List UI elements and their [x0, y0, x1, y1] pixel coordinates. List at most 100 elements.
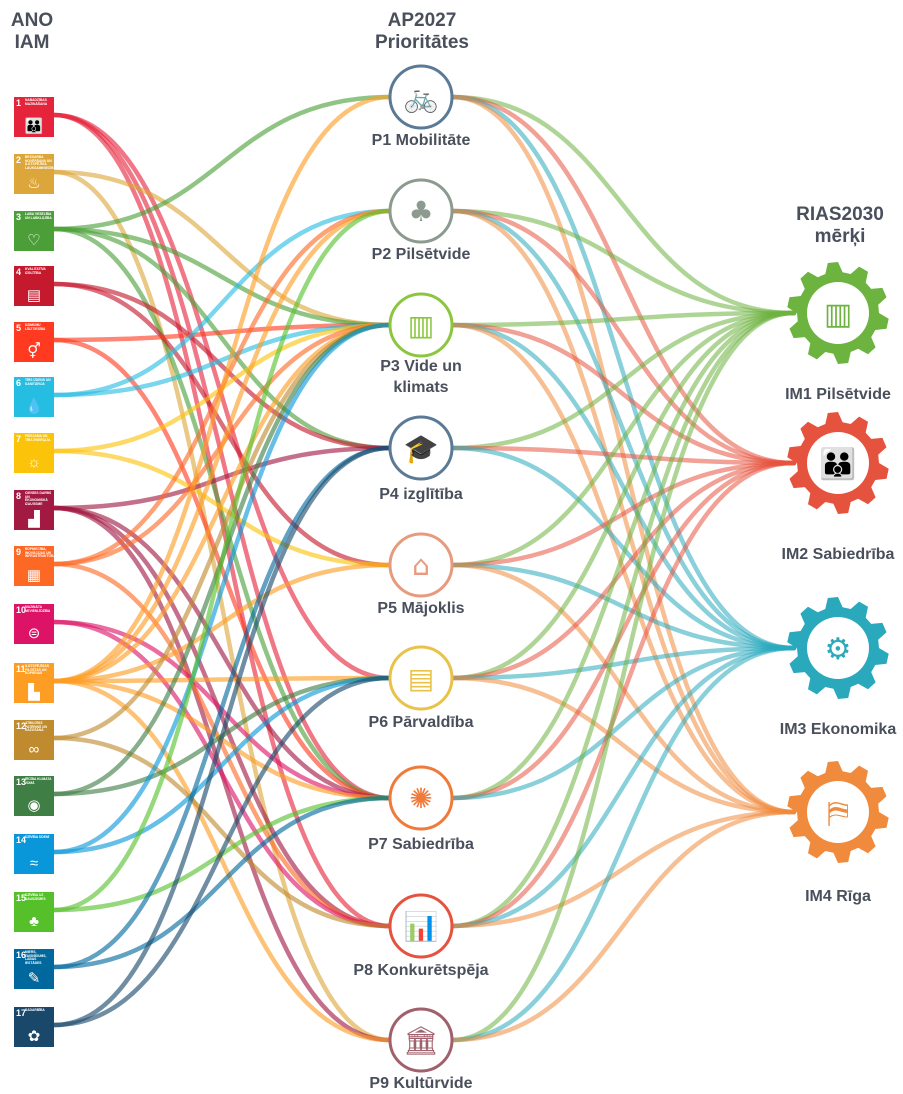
sdg-tile-14: 14Dzīvība ūdenī≈ — [14, 834, 54, 874]
priority-label-3: P3 Vide un klimats — [380, 358, 462, 396]
gender-icon: ⚥ — [27, 343, 41, 360]
sdg-priority-link — [51, 226, 393, 451]
sdg-number: 14 — [16, 835, 27, 845]
sdg-priority-link — [51, 226, 393, 801]
goal-gear: ▥ — [787, 262, 889, 364]
sdg-tile-4: 4Kvalitatīva izglītība▤ — [14, 266, 54, 306]
priority-node: 📊 — [388, 893, 454, 959]
priority-goal-link — [449, 460, 797, 801]
heartbeat-icon: ♡ — [27, 232, 41, 249]
sdg-label: Mazināta nevienlīdzība — [25, 605, 51, 613]
family-gear-icon: 👪 — [819, 446, 856, 482]
sdg-number: 5 — [16, 323, 22, 333]
priority-circle — [388, 645, 454, 711]
goal-gear: 👪 — [787, 412, 889, 514]
sdg-number: 4 — [16, 267, 22, 277]
priority-circle — [388, 64, 454, 130]
goal-label-3: IM3 Ekonomika — [779, 721, 897, 738]
priority-label-7: P7 Sabiedrība — [368, 836, 474, 853]
sdg-number: 7 — [16, 434, 22, 444]
goal-label-2: IM2 Sabiedrība — [781, 546, 895, 563]
sdg-priority-link — [51, 562, 393, 684]
priority-label-6: P6 Pārvaldība — [368, 714, 474, 731]
bar-growth-icon: 📊 — [404, 910, 439, 943]
gear-center — [807, 282, 869, 344]
sdg-label: Atbildīgs patēriņš un ražošana — [25, 721, 47, 733]
sdg-priority-link — [51, 169, 393, 328]
priorities-column-title: AP2027 Prioritātes — [352, 10, 492, 54]
sdg-number: 2 — [16, 155, 22, 165]
bicycle-icon: 🚲 — [404, 81, 439, 114]
sdg-number: 6 — [16, 378, 22, 388]
priority-goal-link — [449, 562, 797, 651]
priority-goal-link — [449, 310, 797, 929]
sdg-priority-link — [51, 795, 393, 970]
priority-node: ▥ — [388, 292, 454, 358]
sdg-label: Ilgtspējīgas pilsētas un kopienas — [25, 664, 49, 676]
priority-label-1: P1 Mobilitāte — [371, 132, 471, 149]
priority-goal-link — [449, 208, 797, 466]
gear-center — [807, 617, 869, 679]
sun-icon: ☼ — [27, 454, 41, 471]
sdg-priority-link — [51, 678, 393, 1043]
sdg-tile-8: 8Cienīgs darbs un ekonomiskā izaugsme▟ — [14, 490, 54, 530]
hands-city-icon: ▤ — [408, 662, 434, 695]
buildings-icon: ▙ — [28, 684, 40, 701]
priority-goal-link — [449, 322, 797, 651]
sdg-label: Cienīgs darbs un ekonomiskā izaugsme — [25, 491, 52, 506]
sdg-number: 15 — [16, 893, 27, 903]
priority-goal-link — [449, 310, 797, 1043]
priority-node: 🚲 — [388, 64, 454, 130]
sdg-label: Rīcība klimata jomā — [25, 777, 52, 785]
priority-goal-link — [449, 675, 797, 815]
sdg-column-title: ANO IAM — [4, 10, 60, 54]
sdg-label: Kvalitatīva izglītība — [25, 267, 46, 275]
graduation-cap-icon: 🎓 — [404, 432, 439, 465]
infinity-icon: ∞ — [28, 741, 40, 758]
priority-circle — [388, 765, 454, 831]
sdg-number: 3 — [16, 212, 22, 222]
park-icon: ♣ — [408, 195, 433, 228]
sdg-priority-link — [51, 735, 393, 929]
priority-goal-link — [449, 208, 797, 651]
sdg-tile-3: 3Laba veselība un labklājība ♡ — [14, 211, 54, 251]
priority-node: ✺ — [388, 765, 454, 831]
priority-circle — [388, 532, 454, 598]
sdg-label: Laba veselība un labklājība — [25, 212, 52, 220]
sdg-priority-link — [51, 505, 393, 801]
goal-gear: ⛿ — [787, 761, 889, 863]
priority-label-8: P8 Konkurētspēja — [353, 962, 489, 979]
equal-icon: ⊜ — [27, 625, 41, 642]
priority-goal-link — [449, 310, 797, 451]
priority-goal-link — [449, 460, 797, 568]
sdg-tile-12: 12Atbildīgs patēriņš un ražošana∞ — [14, 720, 54, 760]
sdg-label: Dzīvība ūdenī — [25, 835, 50, 839]
people-circle-icon: ✺ — [409, 782, 432, 815]
sdg-tile-2: 2Bezdarba novēršana un ilgtspējīga lauks… — [14, 154, 54, 194]
priority-label-2: P2 Pilsētvide — [371, 246, 471, 263]
sdg-tile-17: 17Sadarbība✿ — [14, 1007, 54, 1047]
sdg-tile-1: 1Nabadzības mazināšana👪 — [14, 97, 54, 137]
tree-icon: ♣ — [29, 913, 39, 930]
goals-title-line-2: mērķi — [814, 226, 866, 247]
eye-globe-icon: ◉ — [27, 797, 41, 814]
priority-goal-link — [449, 208, 797, 316]
sdg-tile-10: 10Mazināta nevienlīdzība⊜ — [14, 604, 54, 644]
growth-chart-icon: ▟ — [28, 511, 40, 528]
cubes-icon: ▦ — [26, 567, 42, 584]
priority-goal-link — [449, 809, 797, 929]
sdg-number: 17 — [16, 1008, 27, 1018]
sdg-tile-6: 6Tīrs ūdens un sanitārija💧 — [14, 377, 54, 417]
priority-node: ♣ — [388, 178, 454, 244]
sdg-priority-link — [51, 322, 393, 855]
priority-goal-link — [449, 645, 797, 1043]
sdg-priority-link — [51, 281, 393, 451]
sdg-number: 13 — [16, 777, 27, 787]
sdg-label: Nabadzības mazināšana — [25, 98, 48, 106]
sdg-label: Miers, taisnīgums, labas iestādes — [25, 950, 47, 965]
bowl-icon: ♨ — [27, 175, 41, 192]
house-icon: ⌂ — [412, 549, 430, 582]
city-gear-icon: ▥ — [824, 297, 852, 332]
